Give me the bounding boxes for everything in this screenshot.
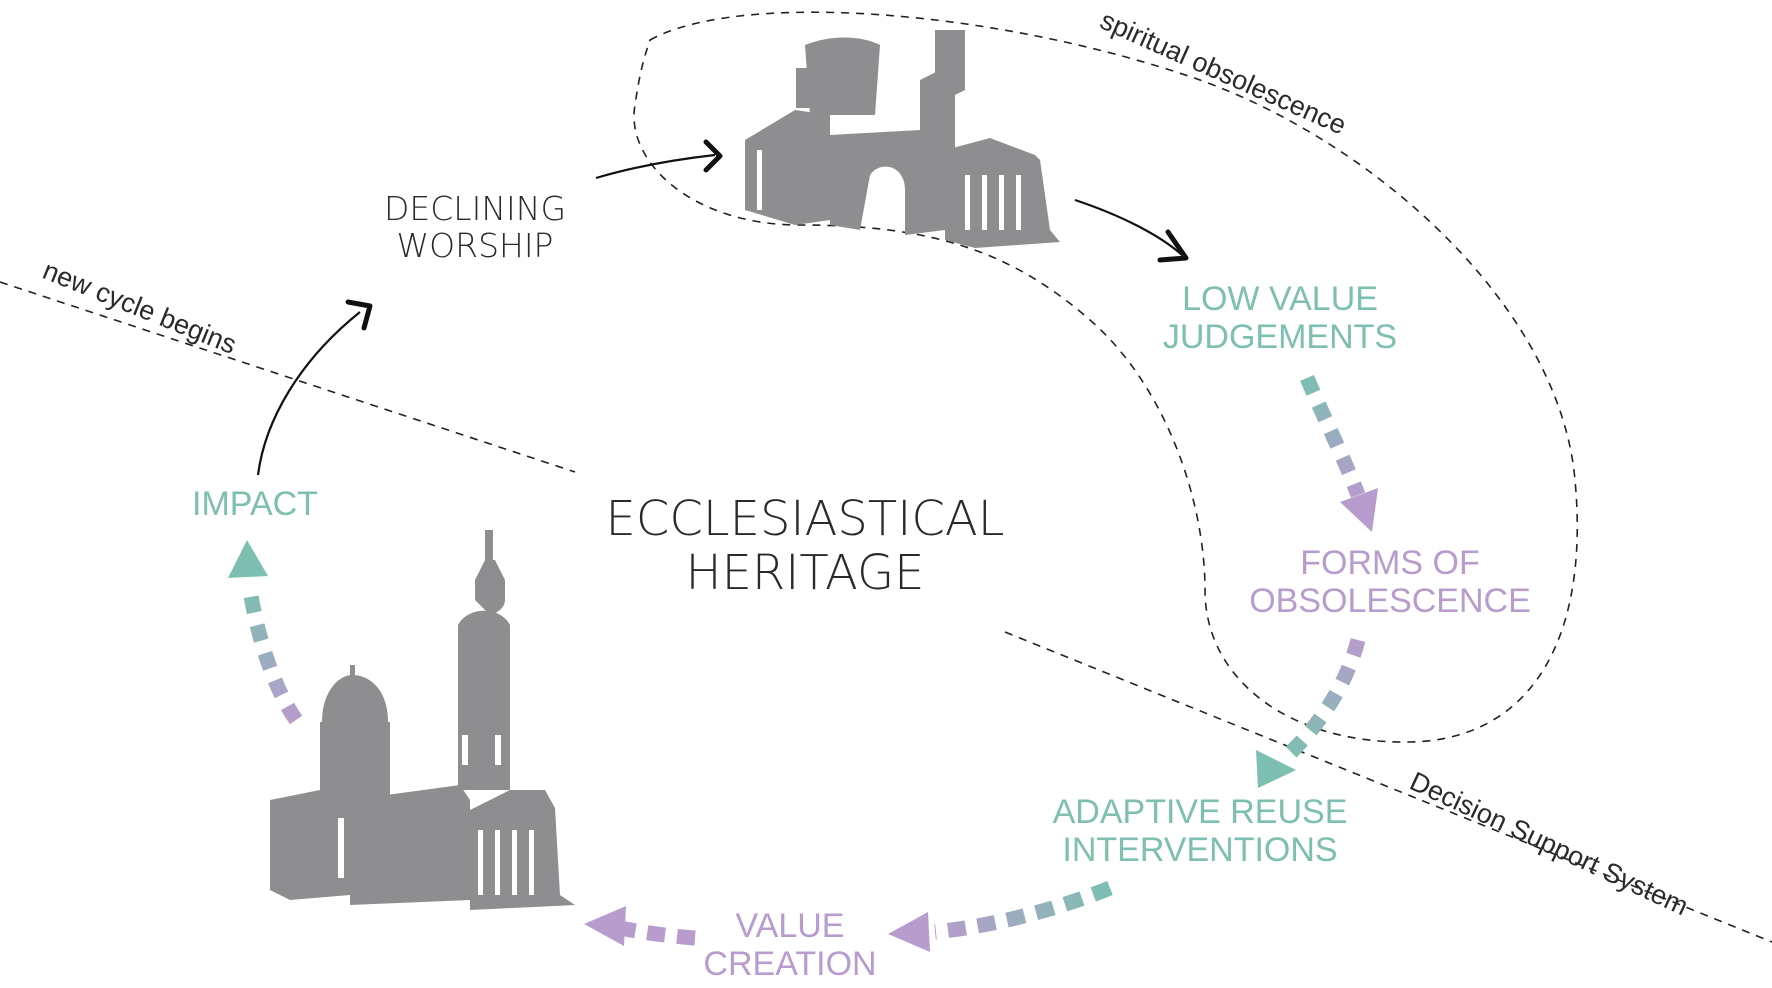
stage-value-creation-line2: CREATION [703,945,877,984]
stage-declining-worship-line2: WORSHIP [396,226,554,266]
arrow-ruin-to-judgements-head [1157,229,1189,263]
spiritual-obsolescence-boundary [633,11,1579,743]
dashed-arrow-church-to-impact-head [228,540,268,578]
dashed-arrow-adaptive-to-value-head [888,912,930,952]
stage-adaptive-reuse: ADAPTIVE REUSE INTERVENTIONS [1035,793,1365,870]
dashed-arrow-forms-to-adaptive [1279,638,1366,764]
stage-value-creation: VALUE CREATION [690,907,890,984]
stage-forms-line2: OBSOLESCENCE [1249,582,1531,621]
stage-low-value-line1: LOW VALUE [1182,280,1378,318]
center-label: ECCLESIASTICAL HERITAGE [560,491,1050,602]
center-label-line2: HERITAGE [685,545,925,602]
stage-declining-worship-line1: DECLINING [383,189,567,228]
dashed-arrow-judgements-to-forms-head [1340,488,1378,532]
stage-value-creation-line1: VALUE [735,907,845,945]
church-details [338,735,534,895]
dashed-arrow-church-to-impact [242,588,303,725]
church-icon [270,530,575,910]
stage-forms-of-obsolescence: FORMS OF OBSOLESCENCE [1230,544,1550,621]
stage-adaptive-line1: ADAPTIVE REUSE [1052,793,1348,831]
arrow-impact-to-worship [256,311,361,476]
stage-declining-worship: DECLINING WORSHIP [360,190,590,265]
dashed-arrow-forms-to-adaptive-head [1256,750,1296,788]
dashed-arrow-adaptive-to-value [934,881,1113,940]
center-label-line1: ECCLESIASTICAL [605,491,1005,547]
stage-low-value-line2: JUDGEMENTS [1162,318,1398,357]
arrow-worship-to-ruin [595,153,716,180]
arrow-worship-to-ruin-head [703,139,723,173]
arrow-impact-to-worship-head [345,299,373,331]
arrow-ruin-to-judgements [1074,198,1183,256]
stage-impact-line1: IMPACT [192,485,318,523]
stage-adaptive-line2: INTERVENTIONS [1062,831,1338,870]
ruined-church-columns [757,150,1021,230]
dashed-arrow-value-to-church [618,920,696,946]
dashed-arrow-value-to-church-head [584,906,626,946]
stage-forms-line1: FORMS OF [1300,544,1480,582]
stage-impact: IMPACT [175,485,335,523]
stage-low-value-judgements: LOW VALUE JUDGEMENTS [1140,280,1420,357]
decision-support-boundary [1004,631,1772,943]
new-cycle-boundary [0,281,576,473]
ruined-church-icon [745,30,1060,248]
dashed-arrow-judgements-to-forms [1300,375,1366,498]
